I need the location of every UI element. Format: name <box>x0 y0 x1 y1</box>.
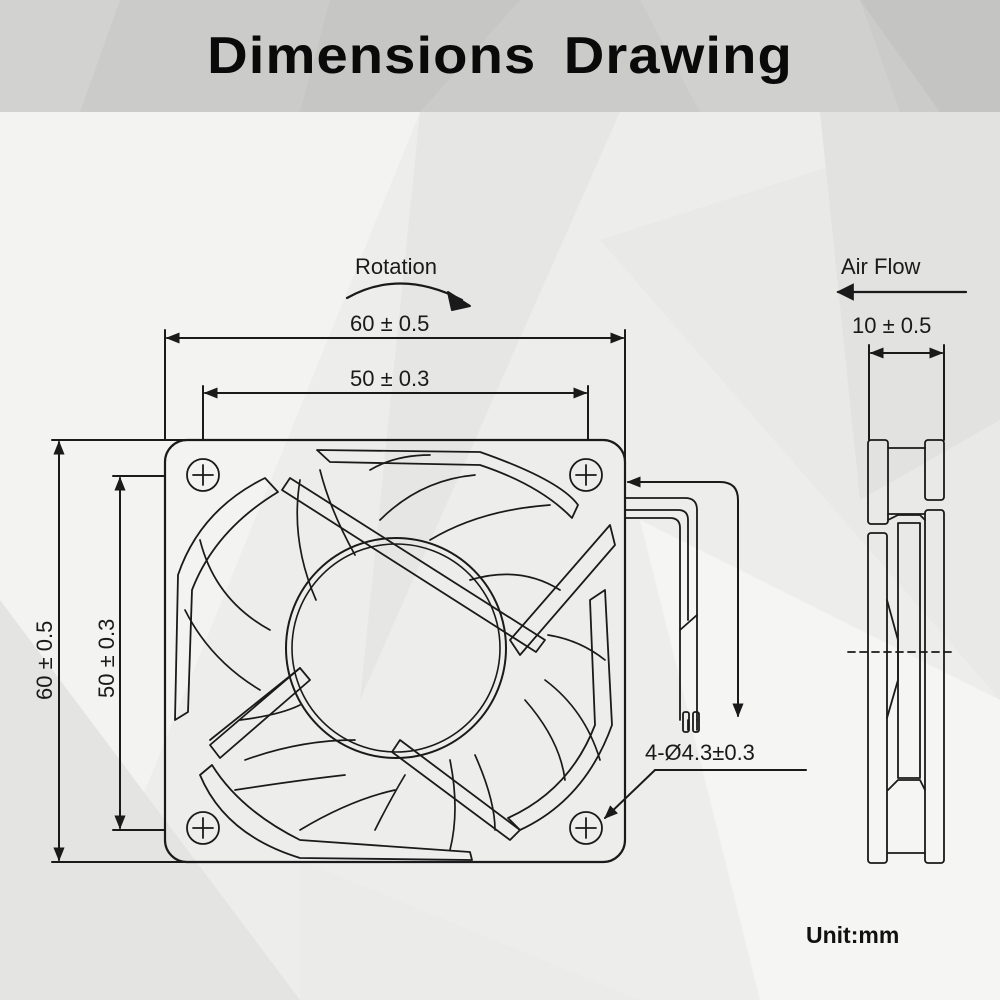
hole-callout-leader <box>603 769 807 819</box>
thickness-dimension <box>868 344 945 441</box>
fan-shroud <box>174 449 613 861</box>
width-outer-label: 60 ± 0.5 <box>350 311 430 336</box>
width-inner-dimension <box>202 385 589 441</box>
fan-frame <box>163 438 627 864</box>
width-inner-label: 50 ± 0.3 <box>350 366 430 391</box>
header-band <box>0 0 1000 112</box>
mounting-hole-icons <box>186 458 603 845</box>
page-title: Dimensions Drawing <box>207 27 793 85</box>
thickness-label: 10 ± 0.5 <box>852 313 932 338</box>
fan-struts <box>209 477 616 841</box>
mounting-holes-label: 4-Ø4.3±0.3 <box>645 740 755 765</box>
airflow-label: Air Flow <box>841 254 921 279</box>
height-inner-dimension <box>112 475 166 831</box>
width-outer-dimension <box>164 329 626 481</box>
fan-wires <box>624 497 700 733</box>
rotation-arrow-icon <box>345 282 471 311</box>
height-outer-label: 60 ± 0.5 <box>32 620 57 700</box>
fan-blades <box>184 454 606 851</box>
wire-length-dimension <box>626 476 744 718</box>
height-outer-dimension <box>51 439 186 863</box>
unit-label: Unit:mm <box>806 922 900 948</box>
rotation-label: Rotation <box>355 254 437 279</box>
height-inner-label: 50 ± 0.3 <box>94 618 119 698</box>
fan-hub <box>285 537 507 759</box>
fan-side-view <box>847 439 956 864</box>
